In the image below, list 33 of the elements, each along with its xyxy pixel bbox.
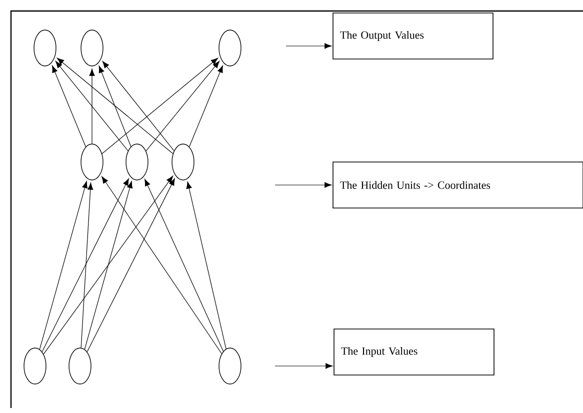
neuron-circle — [34, 30, 56, 66]
neuron-circle — [126, 144, 148, 180]
connection-arrow — [102, 58, 218, 154]
neuron-circle — [80, 30, 104, 66]
connection-arrow — [55, 61, 128, 152]
neuron-circle — [172, 144, 194, 180]
text-box: The Input Values — [334, 328, 494, 376]
connection-arrow — [39, 181, 88, 350]
connection-arrow — [56, 58, 174, 154]
connection-arrow — [43, 176, 174, 354]
neuron-circle — [218, 348, 242, 384]
connection-arrow — [86, 178, 175, 352]
connection-arrow — [186, 182, 226, 350]
neuron-circle — [24, 348, 46, 384]
connection-arrow — [146, 60, 220, 152]
connection-arrow — [102, 61, 174, 152]
text-box: The Hidden Units -> Coordinates — [332, 162, 583, 208]
arrow — [274, 363, 333, 369]
connection-arrow — [84, 181, 133, 350]
connection-arrow — [42, 178, 129, 352]
neuron-circle — [80, 144, 104, 180]
neuron-circle — [218, 30, 242, 66]
neuron-circle — [68, 348, 92, 384]
connection-arrow — [102, 176, 222, 354]
text-box: The Output Values — [332, 12, 494, 60]
connection-arrow — [89, 68, 95, 144]
connection-arrow — [144, 178, 224, 352]
connection-arrow — [189, 66, 223, 148]
connection-arrow — [80, 182, 94, 348]
connection-arrow — [98, 66, 132, 147]
arrow — [286, 43, 332, 49]
connection-arrow — [52, 66, 86, 148]
arrow — [274, 182, 332, 188]
